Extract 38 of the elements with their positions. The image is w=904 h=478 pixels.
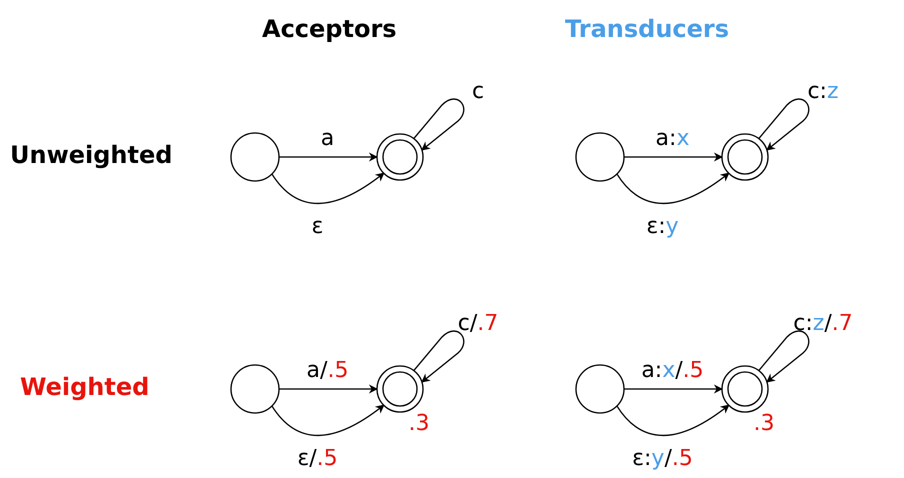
self-loop-arrow — [758, 98, 810, 151]
edge-label: c — [472, 79, 484, 105]
edge-label: c/.7 — [458, 311, 498, 337]
self-loop-arrow — [413, 330, 464, 383]
state-circle — [229, 363, 281, 415]
arrow — [279, 152, 378, 162]
state-circle — [574, 363, 626, 415]
arrow — [624, 152, 723, 162]
column-heading: Acceptors — [262, 14, 397, 44]
row-heading: Weighted — [20, 372, 150, 402]
self-loop-arrow — [413, 98, 464, 151]
column-heading: Transducers — [565, 14, 730, 44]
self-loop-arrow — [758, 330, 810, 383]
weight-label: .3 — [754, 411, 774, 437]
arrow — [271, 404, 385, 436]
final-state-circle — [720, 132, 770, 182]
edge-label: a:x/.5 — [641, 358, 704, 384]
final-state-circle — [375, 132, 425, 182]
edge-label: a:x — [656, 126, 690, 152]
edge-label: ε/.5 — [297, 446, 338, 472]
edge-label: a/.5 — [306, 358, 348, 384]
edge-label: c:z/.7 — [793, 311, 853, 337]
final-state-circle — [375, 364, 425, 414]
edge-label: ε:y/.5 — [632, 446, 693, 472]
weight-label: .3 — [408, 411, 430, 437]
arrow — [616, 404, 730, 436]
arrow — [279, 384, 378, 394]
edge-label: ε:y — [646, 214, 679, 240]
edge-label: c:z — [807, 79, 839, 105]
edge-label: a — [320, 126, 334, 152]
arrow — [271, 172, 385, 204]
edge-label: ε — [312, 214, 324, 240]
state-circle — [574, 131, 626, 183]
final-state-circle — [720, 364, 770, 414]
arrow — [616, 172, 730, 204]
state-circle — [229, 131, 281, 183]
arrow — [624, 384, 723, 394]
row-heading: Unweighted — [10, 140, 172, 170]
